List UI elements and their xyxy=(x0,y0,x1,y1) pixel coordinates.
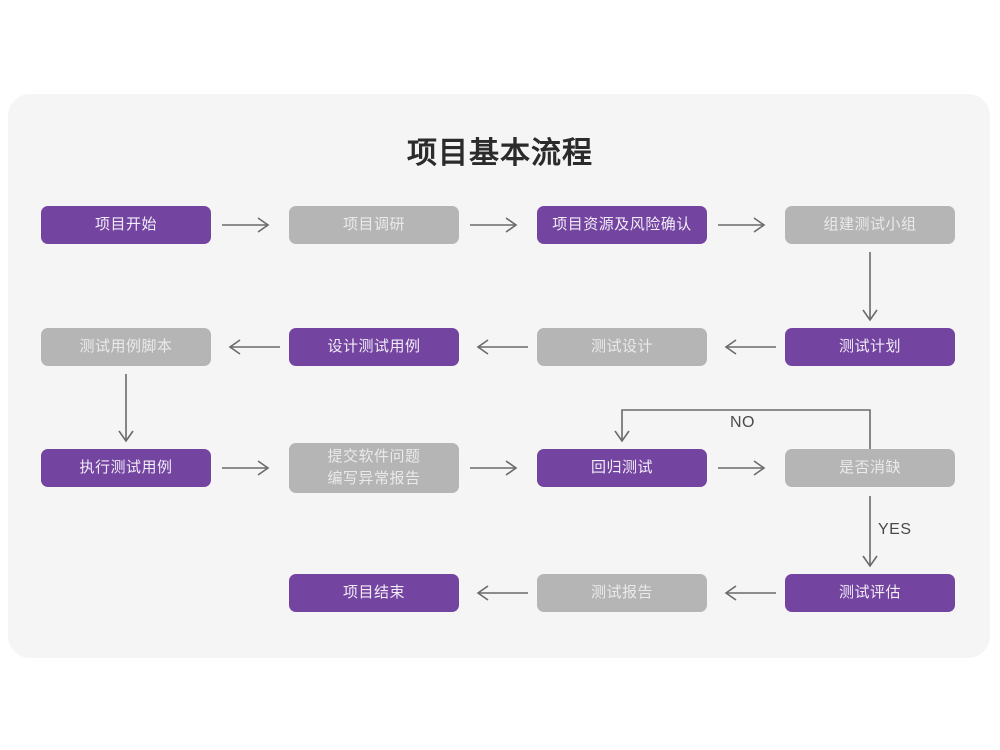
node-defect-resolved-decision[interactable]: 是否消缺 xyxy=(785,449,955,487)
node-test-case-script[interactable]: 测试用例脚本 xyxy=(41,328,211,366)
node-submit-bug-report[interactable]: 提交软件问题 编写异常报告 xyxy=(289,443,459,493)
node-test-plan[interactable]: 测试计划 xyxy=(785,328,955,366)
flowchart-card xyxy=(8,94,990,658)
node-regression-test[interactable]: 回归测试 xyxy=(537,449,707,487)
page-title: 项目基本流程 xyxy=(407,137,593,170)
node-test-design[interactable]: 测试设计 xyxy=(537,328,707,366)
edge-label-yes: YES xyxy=(878,521,912,538)
node-test-report[interactable]: 测试报告 xyxy=(537,574,707,612)
node-project-end[interactable]: 项目结束 xyxy=(289,574,459,612)
node-build-test-team[interactable]: 组建测试小组 xyxy=(785,206,955,244)
node-execute-test-case[interactable]: 执行测试用例 xyxy=(41,449,211,487)
node-resource-risk-confirm[interactable]: 项目资源及风险确认 xyxy=(537,206,707,244)
edge-label-no: NO xyxy=(730,414,755,431)
node-project-start[interactable]: 项目开始 xyxy=(41,206,211,244)
node-project-research[interactable]: 项目调研 xyxy=(289,206,459,244)
node-test-evaluation[interactable]: 测试评估 xyxy=(785,574,955,612)
node-design-test-case[interactable]: 设计测试用例 xyxy=(289,328,459,366)
